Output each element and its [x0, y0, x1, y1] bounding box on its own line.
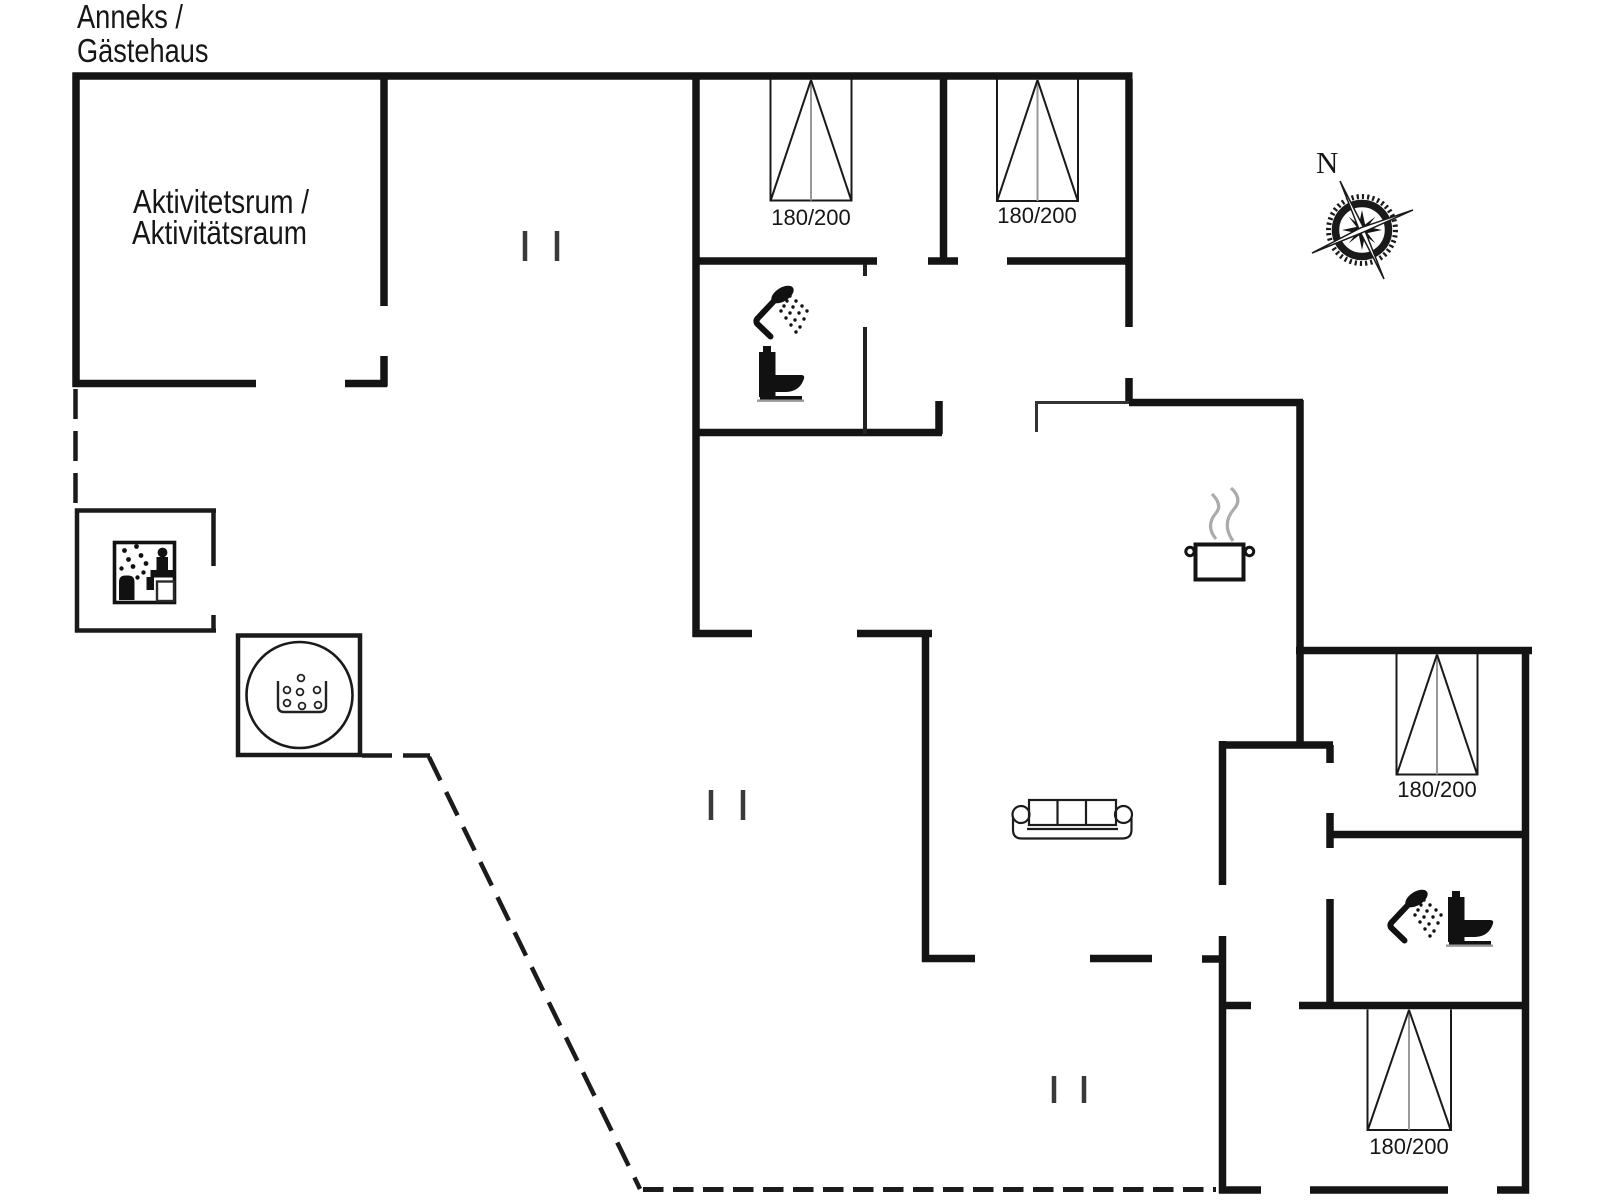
svg-text:180/200: 180/200 — [1369, 1134, 1449, 1159]
svg-text:180/200: 180/200 — [1397, 777, 1477, 802]
svg-text:180/200: 180/200 — [997, 203, 1077, 228]
svg-text:Aktivitetsrum /: Aktivitetsrum / — [133, 183, 310, 220]
svg-text:Gästehaus: Gästehaus — [77, 32, 209, 69]
svg-text:N: N — [1316, 145, 1338, 180]
svg-text:Aktivitätsraum: Aktivitätsraum — [132, 214, 307, 251]
svg-text:180/200: 180/200 — [771, 205, 851, 230]
svg-text:Anneks /: Anneks / — [77, 0, 184, 35]
